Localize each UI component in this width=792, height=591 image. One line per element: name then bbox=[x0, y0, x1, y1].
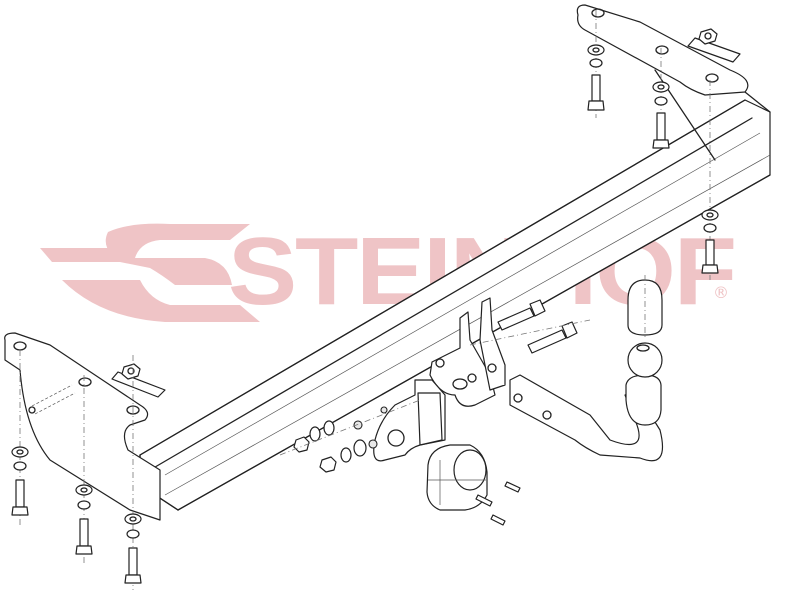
registered-mark: ® bbox=[713, 283, 729, 302]
nut-plate-left bbox=[111, 363, 166, 398]
bolt-set-right-3 bbox=[701, 80, 719, 280]
socket-screws bbox=[475, 481, 521, 526]
watermark-swoosh-icon bbox=[40, 223, 260, 322]
13-pin-electrical-socket bbox=[426, 444, 488, 511]
bolt-set-right-1 bbox=[587, 10, 605, 118]
ball-neck-receiver-plates bbox=[429, 297, 506, 407]
nuts-and-washers bbox=[279, 399, 421, 473]
ball-cover-cap bbox=[627, 275, 663, 340]
bolt-set bbox=[11, 10, 719, 590]
bolt-set-left-2 bbox=[75, 375, 93, 565]
bolt-set-right-2 bbox=[652, 48, 670, 150]
tow-ball-neck bbox=[509, 342, 664, 462]
nut-plate-right bbox=[687, 28, 741, 63]
left-mounting-bracket bbox=[4, 332, 161, 521]
receiver-bolts bbox=[469, 299, 591, 354]
bolt-set-left-1 bbox=[11, 350, 29, 525]
bolt-set-left-3 bbox=[124, 355, 142, 590]
electrical-socket-plate bbox=[373, 379, 446, 462]
